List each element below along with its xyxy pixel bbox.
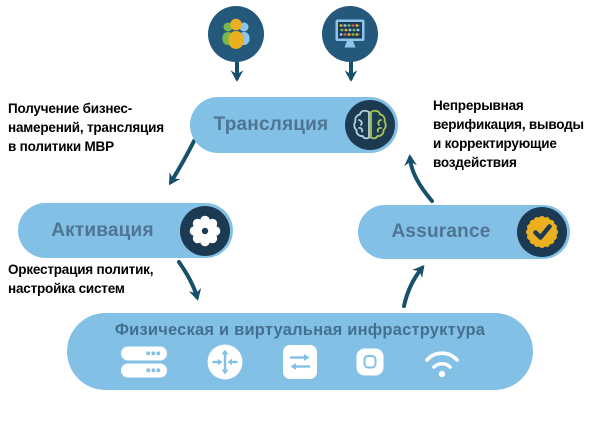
node-activation: Активация <box>18 203 233 258</box>
node-infrastructure: Физическая и виртуальная инфраструктура <box>67 313 533 390</box>
arrow-assurance-to-translation <box>404 154 434 203</box>
arrow-activation-to-infrastructure <box>177 260 202 301</box>
annotation-line: Получение бизнес- <box>8 101 133 116</box>
server-stack-icon <box>121 346 167 378</box>
systems-dashboard-circle <box>322 6 378 62</box>
node-translation: Трансляция <box>190 97 398 153</box>
router-icon <box>207 344 243 380</box>
node-assurance: Assurance <box>358 205 570 259</box>
annotation-line: намерений, трансляция <box>8 120 164 135</box>
node-translation-label: Трансляция <box>213 114 329 135</box>
annotation-line: и корректирующие <box>433 136 557 151</box>
monitor-dashboard-icon <box>335 19 365 48</box>
business-users-circle <box>208 6 264 62</box>
gear-flower-icon <box>180 205 230 256</box>
arrow-infrastructure-to-assurance <box>402 265 425 308</box>
annotation-line: в политики МВР <box>8 139 114 154</box>
infrastructure-icon-row <box>67 344 533 380</box>
arrow-translation-to-activation <box>168 139 196 186</box>
brain-icon <box>345 100 395 150</box>
infrastructure-label: Физическая и виртуальная инфраструктура <box>114 321 486 339</box>
annotation-line: верификация, выводы <box>433 117 584 132</box>
node-activation-label: Активация <box>51 219 154 241</box>
annotation-orchestration: Оркестрация политик, настройка систем <box>8 260 153 298</box>
annotation-line: воздействия <box>433 155 517 170</box>
people-icon <box>222 18 250 49</box>
wifi-icon <box>425 351 459 378</box>
verified-badge-icon <box>517 207 567 257</box>
node-assurance-label: Assurance <box>391 221 491 242</box>
annotation-intake: Получение бизнес- намерений, трансляция … <box>8 99 164 156</box>
annotation-verification: Непрерывная верификация, выводы и коррек… <box>433 96 584 172</box>
switch-icon <box>283 345 317 379</box>
annotation-line: Непрерывная <box>433 98 524 113</box>
annotation-line: настройка систем <box>8 281 125 296</box>
annotation-line: Оркестрация политик, <box>8 262 154 277</box>
access-point-icon <box>356 348 384 376</box>
